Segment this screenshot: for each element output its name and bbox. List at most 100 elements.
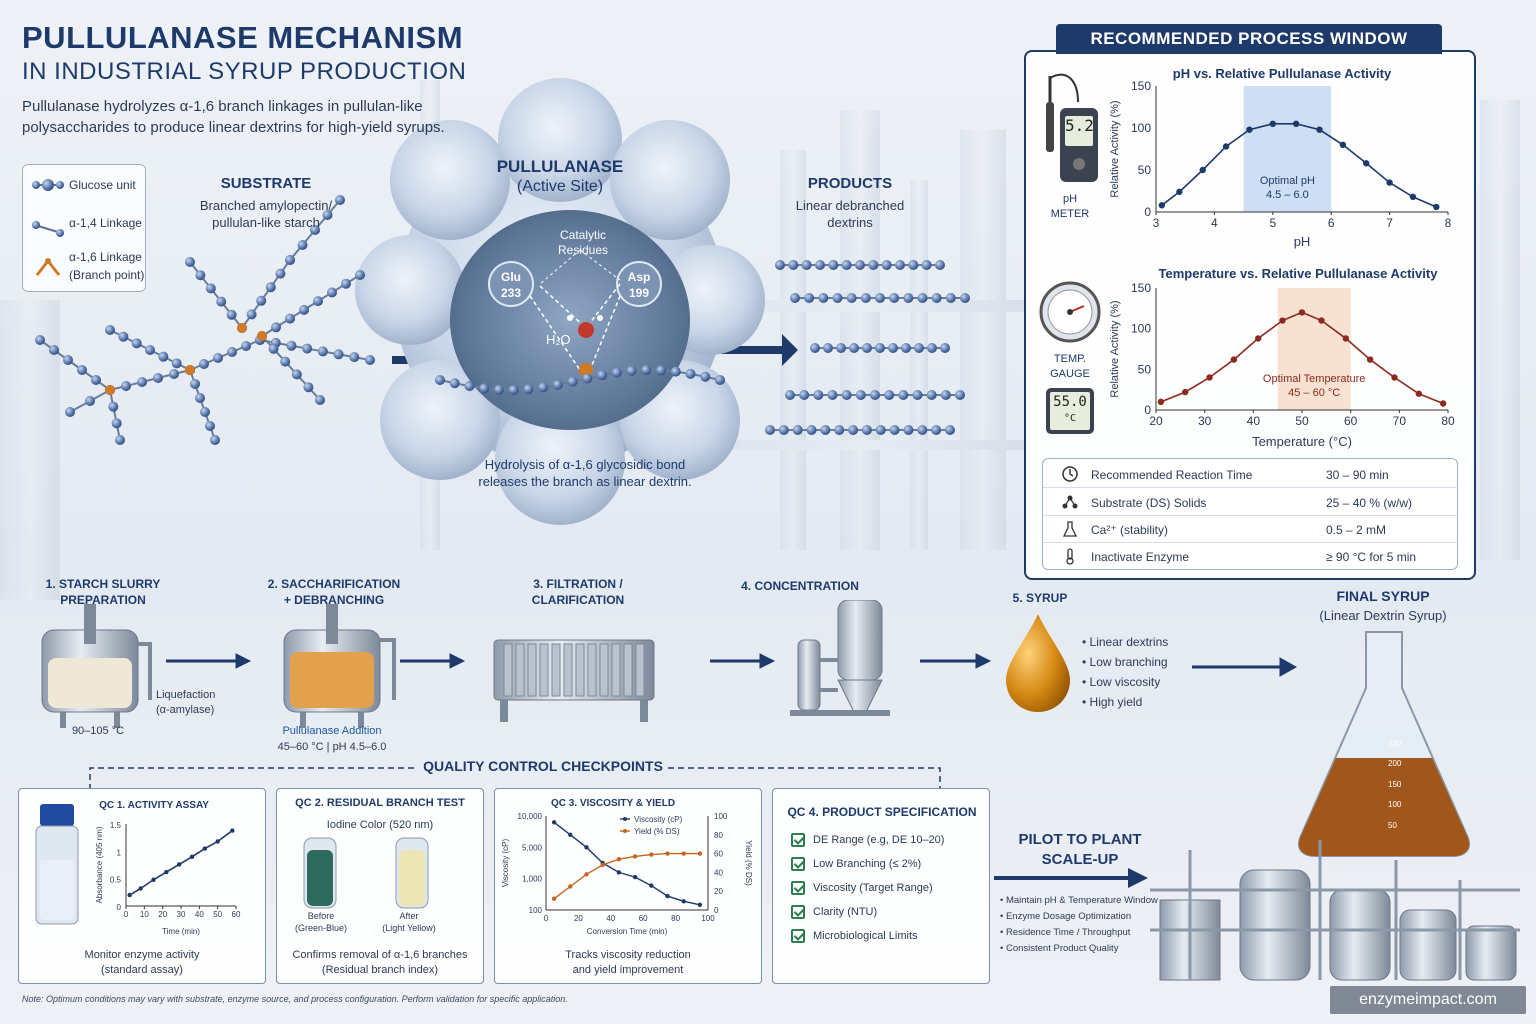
enzyme-subtitle: (Active Site) <box>516 178 604 195</box>
legend-swatch-dot <box>623 829 627 833</box>
filter-plate <box>563 643 573 697</box>
catalytic-residues-label: Catalytic Residues <box>540 228 626 258</box>
qc3-caption-2: and yield improvement <box>572 964 684 976</box>
y-tick-label: 5,000 <box>522 843 543 852</box>
syrup-drop-icon <box>1006 614 1070 712</box>
product-chain <box>810 343 950 353</box>
data-point <box>1316 126 1323 133</box>
scaleup-bullet-text: Residence Time / Throughput <box>1005 927 1131 938</box>
param-value: ≥ 90 °C for 5 min <box>1326 550 1417 564</box>
checkbox-icon <box>791 929 805 943</box>
y-axis-label: Relative Activity (%) <box>1109 300 1121 397</box>
scaleup-title: PILOT TO PLANT SCALE-UP <box>1010 830 1150 870</box>
data-point <box>1269 120 1276 127</box>
syrup-bullet: • Low viscosity <box>1082 675 1161 689</box>
hydrolysis-caption-1: Hydrolysis of α-1,6 glycosidic bond <box>484 457 686 472</box>
x-tick-label: 60 <box>232 910 241 919</box>
chart-title: QC 1. ACTIVITY ASSAY <box>99 800 209 811</box>
param-value: 0.5 – 2 mM <box>1326 523 1387 537</box>
data-point <box>164 869 169 875</box>
qc2-title: QC 2. RESIDUAL BRANCH TEST <box>295 797 465 809</box>
qc4-item: Clarity (NTU) <box>813 906 878 918</box>
residue-glu-name: Glu <box>501 270 521 284</box>
substrate-chain <box>105 365 195 395</box>
optimal-band <box>1243 86 1332 212</box>
liquefaction-line2: (α-amylase) <box>156 704 215 716</box>
data-point <box>1298 309 1306 316</box>
x-tick-label: 30 <box>177 910 186 919</box>
qc2-after-2: (Light Yellow) <box>382 923 436 933</box>
step-3-title: 3. FILTRATION / CLARIFICATION <box>508 576 648 608</box>
clock-icon <box>1062 466 1078 482</box>
flask-mark: 200 <box>1388 759 1402 769</box>
temp-gauge-line2: GAUGE <box>1050 368 1090 380</box>
viscosity-point <box>551 820 557 825</box>
data-point <box>1415 390 1422 397</box>
x-tick-label: 100 <box>701 914 715 923</box>
temp-gauge-line1: TEMP. <box>1053 353 1087 365</box>
ph-meter-line1: pH <box>1062 193 1078 205</box>
enzyme-title: PULLULANASE <box>496 157 624 176</box>
checkbox-icon <box>791 905 805 919</box>
residue-asp: Asp 199 <box>619 269 659 301</box>
x-tick-label: 8 <box>1445 216 1452 230</box>
process-window-title: RECOMMENDED PROCESS WINDOW <box>1056 24 1442 54</box>
data-point <box>138 886 143 891</box>
qc2-before-1: Before <box>307 911 335 921</box>
scaleup-bullet-text: Enzyme Dosage Optimization <box>1005 911 1132 922</box>
x-tick-label: 80 <box>671 914 680 923</box>
qc3-caption-1: Tracks viscosity reduction <box>565 949 691 961</box>
y-tick-label: 0 <box>1144 205 1151 219</box>
filter-plate <box>599 643 609 697</box>
yield-point <box>681 851 686 856</box>
x-tick-label: 6 <box>1328 216 1335 230</box>
data-point <box>1158 202 1166 209</box>
filter-plate <box>515 643 525 697</box>
yield-point <box>551 896 557 901</box>
qc2-caption: Confirms removal of α-1,6 branches (Resi… <box>276 948 484 978</box>
qc4-item: Microbiological Limits <box>813 930 918 942</box>
pocket-chain <box>435 365 725 395</box>
vial-icon <box>35 804 79 925</box>
x-tick-label: 20 <box>1149 414 1163 428</box>
y-right-tick-label: 40 <box>714 868 723 877</box>
brand-watermark: enzymeimpact.com <box>1330 986 1526 1014</box>
data-point <box>1342 335 1349 342</box>
substrate-chain <box>185 257 247 333</box>
molecule-icon <box>1062 495 1078 509</box>
data-point <box>230 828 235 833</box>
process-equipment <box>41 600 1298 728</box>
evaporator-icon <box>790 600 890 716</box>
y-axis-label: Relative Activity (%) <box>1109 100 1121 197</box>
band-label: 4.5 – 6.0 <box>1266 189 1309 201</box>
qc2-before-2: (Green-Blue) <box>294 923 348 933</box>
data-point <box>1206 374 1213 381</box>
x-tick-label: 0 <box>124 910 129 919</box>
flask-mark: 50 <box>1388 820 1397 830</box>
syrup-bullet-text: High yield <box>1089 695 1143 709</box>
yield-point <box>665 851 670 856</box>
erlenmeyer-flask-icon <box>1298 631 1470 857</box>
branch-point-marker <box>185 365 195 375</box>
page-subtitle: IN INDUSTRIAL SYRUP PRODUCTION <box>22 58 467 85</box>
x-tick-label: 60 <box>639 914 648 923</box>
data-point <box>1157 398 1165 406</box>
scaleup-bullet: • Enzyme Dosage Optimization <box>1000 911 1132 922</box>
substrate-chain <box>255 335 375 365</box>
legend: Glucose unit α-1,4 Linkage α-1,6 Linkage… <box>22 164 146 292</box>
branch-point-marker <box>105 385 115 395</box>
syrup-bullet: • Linear dextrins <box>1082 635 1169 649</box>
filter-plate <box>503 643 513 697</box>
data-point <box>1222 143 1230 150</box>
substrate-chain <box>105 325 195 375</box>
qc2-before: Before (Green-Blue) <box>286 910 356 934</box>
page-title: PULLULANASE MECHANISM <box>22 20 464 55</box>
y-axis-label-right: Yield (% DS) <box>744 840 753 886</box>
filter-plate <box>611 643 621 697</box>
x-tick-label: 5 <box>1269 216 1276 230</box>
x-tick-label: 4 <box>1211 216 1218 230</box>
step-2-title: 2. SACCHARIFICATION + DEBRANCHING <box>256 576 412 608</box>
product-chain <box>785 390 965 400</box>
param-label: Inactivate Enzyme <box>1091 550 1190 564</box>
